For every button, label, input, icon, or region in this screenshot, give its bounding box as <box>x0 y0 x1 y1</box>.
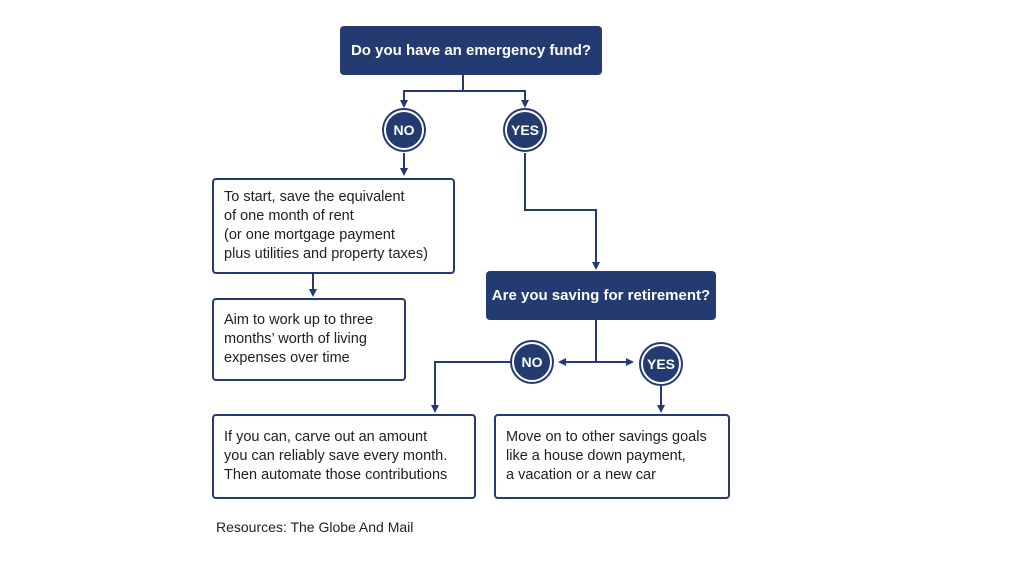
three-months-line-3: expenses over time <box>224 350 350 366</box>
automate-line-2: you can reliably save every month. <box>224 448 448 464</box>
connector-no-to-automate <box>431 361 512 413</box>
q2-yes-badge: YES <box>641 344 681 384</box>
start-saving-line-2: of one month of rent <box>224 208 354 224</box>
other-goals-line-1: Move on to other savings goals <box>506 429 707 445</box>
q1-no-badge: NO <box>384 110 424 150</box>
automate-box: If you can, carve out an amount you can … <box>212 414 476 499</box>
automate-line-1: If you can, carve out an amount <box>224 429 428 445</box>
start-saving-box: To start, save the equivalent of one mon… <box>212 178 455 274</box>
three-months-line-2: months’ worth of living <box>224 331 367 347</box>
other-goals-line-2: like a house down payment, <box>506 448 686 464</box>
connector-q1-to-yes <box>463 90 529 108</box>
q1-yes-badge: YES <box>505 110 545 150</box>
other-goals-line-3: a vacation or a new car <box>506 467 656 483</box>
other-goals-box: Move on to other savings goals like a ho… <box>494 414 730 499</box>
question-emergency-fund: Do you have an emergency fund? <box>340 26 602 75</box>
three-months-line-1: Aim to work up to three <box>224 312 374 328</box>
question-retirement: Are you saving for retirement? <box>486 271 716 320</box>
start-saving-line-4: plus utilities and property taxes) <box>224 246 428 262</box>
connector-yes-to-q2 <box>524 153 600 270</box>
start-saving-line-3: (or one mortgage payment <box>224 227 395 243</box>
source-credit: Resources: The Globe And Mail <box>216 519 414 535</box>
connector-q1-to-no <box>400 90 463 108</box>
automate-line-3: Then automate those contributions <box>224 467 448 483</box>
start-saving-line-1: To start, save the equivalent <box>224 189 405 205</box>
three-months-box: Aim to work up to three months’ worth of… <box>212 298 406 381</box>
q2-no-badge: NO <box>512 342 552 382</box>
